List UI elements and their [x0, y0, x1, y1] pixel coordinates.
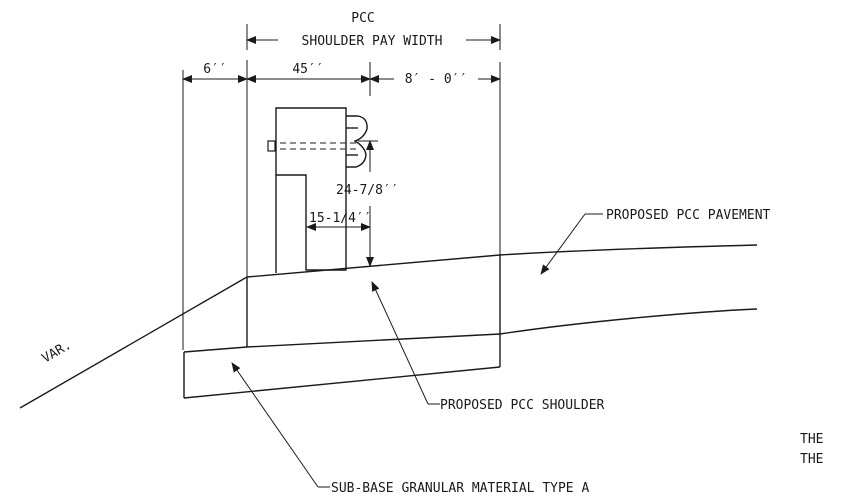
callout-shoulder: PROPOSED PCC SHOULDER [371, 281, 605, 413]
height-dimensions: 24-7/8′′ 15-1/4′′ [306, 140, 399, 267]
pcc-label: PCC [351, 11, 374, 26]
proposed-pcc-shoulder-label: PROPOSED PCC SHOULDER [440, 398, 605, 413]
dim-45-label: 45′′ [292, 62, 323, 77]
guardrail-beam [346, 115, 368, 168]
subbase-label: SUB-BASE GRANULAR MATERIAL TYPE A [331, 481, 589, 496]
callout-pavement: PROPOSED PCC PAVEMENT [540, 208, 771, 275]
var-label: VAR. [40, 338, 75, 367]
pcc-pavement [499, 244, 758, 335]
dim-6-label: 6′′ [203, 62, 226, 77]
pcc-shoulder [246, 254, 501, 367]
side-slope: VAR. [19, 276, 248, 409]
callout-subbase: SUB-BASE GRANULAR MATERIAL TYPE A [231, 362, 589, 496]
note-the-2: THE [800, 452, 823, 467]
note-the-1: THE [800, 432, 823, 447]
pay-width-dimension: PCC SHOULDER PAY WIDTH [246, 11, 501, 50]
shoulder-pay-width-label: SHOULDER PAY WIDTH [302, 34, 443, 49]
bolt-head [267, 140, 276, 152]
subbase-layer [183, 346, 501, 399]
dim-8ft-label: 8′ - 0′′ [405, 72, 468, 87]
dim-24-7-8-label: 24-7/8′′ [336, 183, 399, 198]
dim-15-1-4-label: 15-1/4′′ [309, 211, 372, 226]
proposed-pcc-pavement-label: PROPOSED PCC PAVEMENT [606, 208, 771, 223]
top-dimension-row: 6′′ 45′′ 8′ - 0′′ [182, 60, 501, 350]
